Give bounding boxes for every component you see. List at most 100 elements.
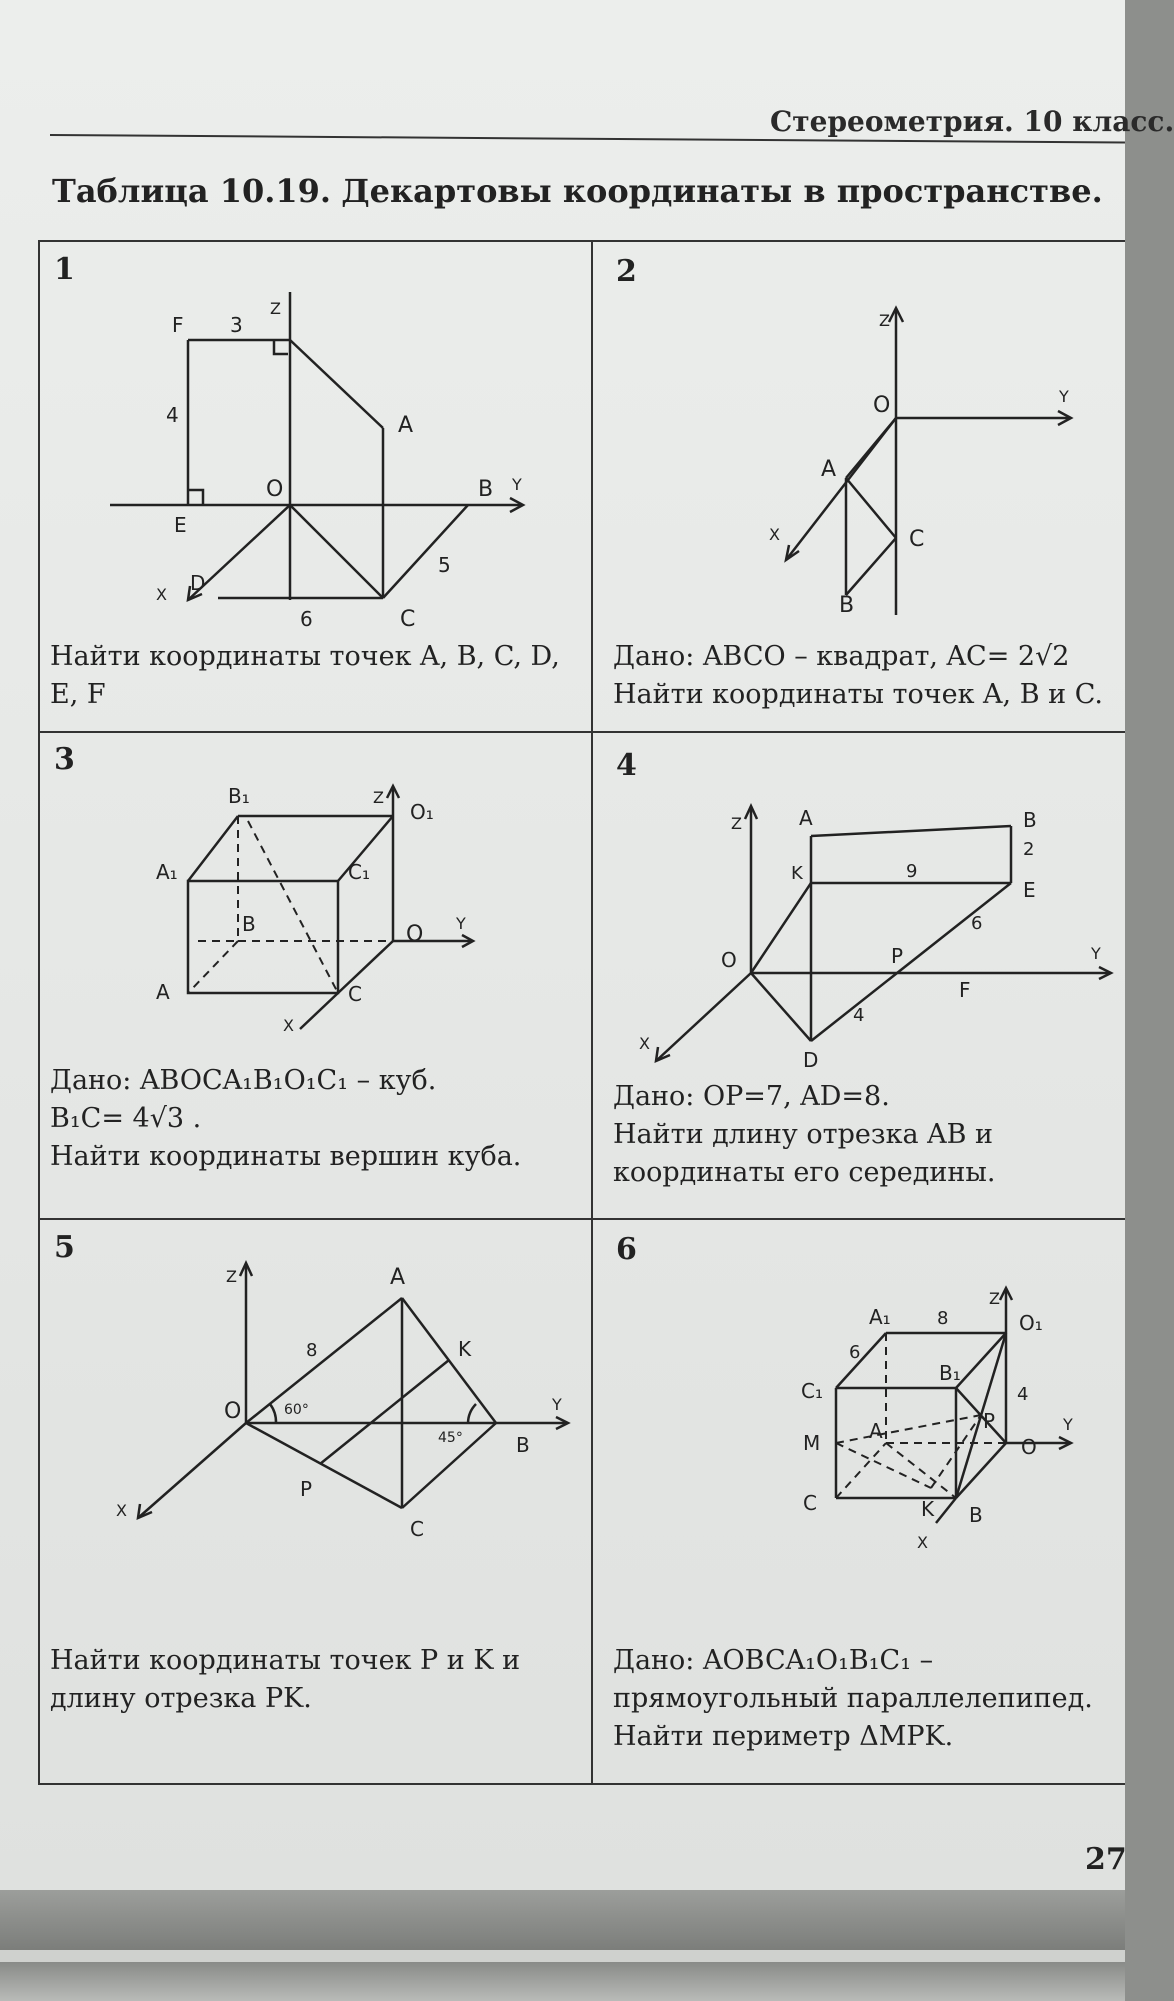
figure-5: Z A 8 K O 60° Y 45° B P X C [116, 1260, 571, 1541]
axis-label-x: X [917, 1533, 928, 1552]
point-label-K: K [458, 1337, 472, 1361]
point-label-O1: O₁ [410, 800, 434, 824]
background-surface [0, 1890, 1125, 2001]
point-label-F: F [172, 313, 184, 337]
task-line: Дано: ABOCA₁B₁O₁C₁ – куб. [50, 1065, 437, 1096]
task-text-6: Дано: AOBCA₁O₁B₁C₁ – прямоугольный парал… [613, 1642, 1093, 1756]
point-label-D: D [803, 1048, 818, 1072]
point-label-B: B [478, 477, 493, 502]
axis-label-y: Y [511, 475, 522, 494]
dimension-label: 4 [166, 403, 179, 427]
dimension-label: 9 [906, 861, 917, 882]
point-label-E: E [1023, 878, 1036, 902]
task-line: Дано: ABCO – квадрат, AC= 2√2 [613, 641, 1070, 672]
row-divider [38, 1218, 1125, 1220]
axis-label-z: Z [270, 299, 281, 318]
point-label-B: B [1023, 808, 1037, 832]
task-line: E, F [50, 679, 106, 710]
table-caption: Декартовы координаты в пространстве. [341, 172, 1103, 210]
dimension-label: 5 [438, 553, 451, 577]
row-divider [38, 731, 1125, 733]
angle-label: 60° [284, 1402, 309, 1418]
task-text-4: Дано: OP=7, AD=8. Найти длину отрезка AB… [613, 1078, 995, 1192]
point-label-O: O [224, 1399, 241, 1424]
dimension-label: 8 [306, 1340, 317, 1361]
task-line: прямоугольный параллелепипед. [613, 1683, 1093, 1714]
dimension-label: 3 [230, 313, 243, 337]
point-label-P: P [300, 1477, 312, 1501]
point-label-O: O [873, 393, 890, 418]
point-label-A: A [821, 457, 836, 482]
point-label-F: F [959, 978, 971, 1002]
axis-label-x: X [639, 1034, 650, 1053]
dimension-label: 6 [300, 607, 313, 631]
angle-label: 45° [438, 1430, 463, 1446]
point-label-B: B [839, 593, 854, 618]
task-line: B₁C= 4√3 . [50, 1103, 202, 1134]
axis-label-z: Z [373, 788, 384, 807]
table-border-bottom [38, 1783, 1125, 1785]
cell-number: 3 [54, 742, 75, 777]
point-label-A: A [390, 1265, 405, 1290]
dimension-label: 8 [937, 1308, 948, 1329]
textbook-page: Стереометрия. 10 класс. Таблица 10.19. Д… [0, 0, 1174, 1890]
dimension-label: 6 [971, 913, 982, 934]
point-label-O1: O₁ [1019, 1311, 1043, 1335]
point-label-A1: A₁ [869, 1305, 891, 1329]
exercise-table: 1 F 3 Z 4 A O [38, 240, 1125, 1785]
point-label-B1: B₁ [939, 1361, 961, 1385]
cell-number: 6 [616, 1232, 637, 1267]
table-border-top [38, 240, 1125, 242]
axis-label-x: X [116, 1501, 127, 1520]
axis-label-z: Z [731, 814, 742, 833]
task-text-2: Дано: ABCO – квадрат, AC= 2√2 Найти коор… [613, 638, 1103, 714]
figure-1: F 3 Z 4 A O B Y E D 5 X 6 C [110, 292, 526, 632]
figure-2: Z O Y A X C B [769, 305, 1074, 618]
point-label-B: B [516, 1433, 530, 1457]
task-text-1: Найти координаты точек A, B, C, D, E, F [50, 638, 560, 714]
figure-6: Z A₁ 8 O₁ 6 B₁ C₁ 4 A P O Y M K C B X [801, 1285, 1074, 1552]
dimension-label: 6 [849, 1342, 860, 1363]
point-label-A: A [398, 413, 413, 438]
axis-label-y: Y [1058, 387, 1069, 406]
point-label-C: C [348, 982, 362, 1006]
point-label-B1: B₁ [228, 784, 250, 808]
point-label-O: O [266, 477, 283, 502]
point-label-C: C [410, 1517, 424, 1541]
point-label-K: K [791, 863, 804, 884]
point-label-A: A [156, 980, 170, 1004]
point-label-O: O [1021, 1435, 1037, 1459]
task-line: длину отрезка PK. [50, 1683, 312, 1714]
point-label-P: P [983, 1409, 995, 1433]
cell-number: 1 [54, 252, 75, 287]
point-label-B: B [242, 912, 256, 936]
axis-label-x: X [769, 525, 780, 544]
point-label-A: A [869, 1419, 883, 1443]
task-line: координаты его середины. [613, 1157, 996, 1188]
table-title: Таблица 10.19. Декартовы координаты в пр… [52, 172, 1103, 210]
point-label-E: E [174, 513, 187, 537]
axis-label-x: X [156, 585, 167, 604]
point-label-D: D [190, 571, 205, 595]
task-line: Дано: OP=7, AD=8. [613, 1081, 890, 1112]
figure-4: Z A B 2 K 9 E 6 O P Y F 4 X D [639, 803, 1114, 1072]
point-label-C: C [400, 607, 415, 632]
point-label-B: B [969, 1503, 983, 1527]
point-label-C: C [909, 527, 924, 552]
dimension-label: 4 [1017, 1384, 1028, 1405]
figure-3: B₁ Z O₁ A₁ C₁ B O Y A C X [156, 783, 476, 1035]
point-label-M: M [803, 1431, 820, 1455]
task-line: Найти координаты точек P и K и [50, 1645, 521, 1676]
dimension-label: 4 [853, 1005, 864, 1026]
task-text-5: Найти координаты точек P и K и длину отр… [50, 1642, 520, 1718]
cell-number: 2 [616, 254, 637, 289]
axis-label-x: X [283, 1016, 294, 1035]
task-line: Найти длину отрезка AB и [613, 1119, 994, 1150]
dimension-label: 2 [1023, 839, 1034, 860]
axis-label-z: Z [989, 1289, 1000, 1308]
axis-label-y: Y [1062, 1415, 1073, 1434]
task-line: Дано: AOBCA₁O₁B₁C₁ – [613, 1645, 934, 1676]
point-label-C1: C₁ [801, 1379, 823, 1403]
axis-label-y: Y [551, 1395, 562, 1414]
table-border-left [38, 240, 40, 1785]
